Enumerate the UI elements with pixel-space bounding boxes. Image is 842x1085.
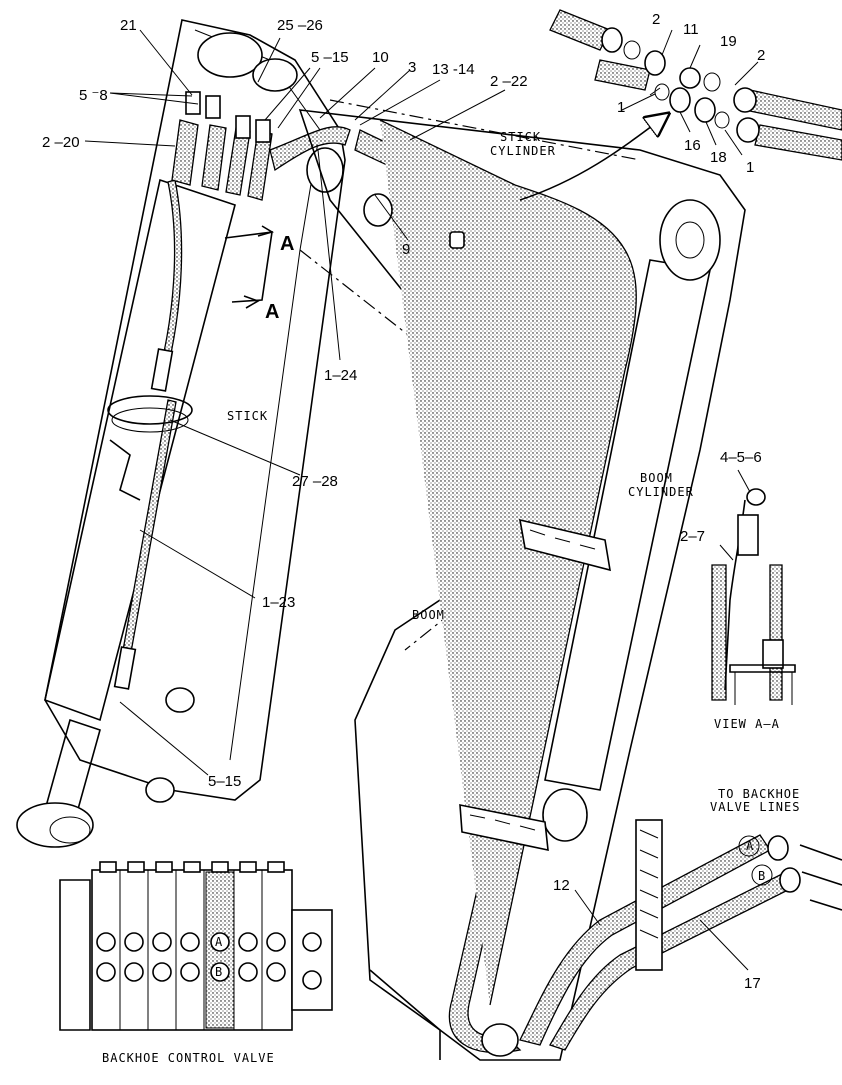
backhoe-valve-lines [519,819,842,1051]
callout-9: 9 [402,241,410,258]
stick-cylinder-label-1: STICK [500,130,541,144]
to-backhoe-label-2: VALVE LINES [710,800,800,814]
stick-cylinder-label-2: CYLINDER [490,144,556,158]
valve-port-a: A [215,935,223,949]
inset-callout-1b: 1 [746,159,754,176]
labels: 21 25 –26 5 –15 10 3 13 -14 2 –22 5 ⁻8 2… [42,11,800,1065]
stick-assembly [16,19,351,848]
boom-cylinder-label-2: CYLINDER [628,485,694,499]
port-b-label: B [758,869,766,883]
boom-cylinder-label-1: BOOM [640,471,673,485]
leader-lines [84,29,759,971]
fittings-inset [549,9,842,161]
callout-3: 3 [408,59,416,76]
stick-top-fittings [171,91,351,201]
inset-callout-2b: 2 [757,47,765,64]
callout-12: 12 [553,877,570,894]
callout-2-22: 2 –22 [490,73,528,90]
callout-2-7: 2–7 [680,528,705,545]
callout-5-8: 5 ⁻8 [79,87,108,104]
callout-13-14: 13 -14 [432,61,475,78]
callout-2-20: 2 –20 [42,134,80,151]
callout-10: 10 [372,49,389,66]
callout-21: 21 [120,17,137,34]
inset-callout-19: 19 [720,33,737,50]
backhoe-control-valve-label: BACKHOE CONTROL VALVE [102,1051,275,1065]
callout-1-24: 1–24 [324,367,357,384]
boom-label: BOOM [412,608,445,622]
section-a-lower: A [265,301,279,323]
boom-assembly [298,99,746,1061]
callout-1-23: 1–23 [262,594,295,611]
backhoe-control-valve [59,861,333,1031]
stick-label: STICK [227,409,268,423]
inset-callout-18: 18 [710,149,727,166]
inset-callout-1a: 1 [617,99,625,116]
valve-port-b: B [215,965,223,979]
view-aa-label: VIEW A–A [714,717,780,731]
to-backhoe-label-1: TO BACKHOE [718,787,800,801]
callout-5-15-top: 5 –15 [311,49,349,66]
callout-27-28: 27 –28 [292,473,338,490]
callout-5-15-bottom: 5–15 [208,773,241,790]
inset-callout-16: 16 [684,137,701,154]
callout-4-5-6: 4–5–6 [720,449,762,466]
inset-callout-2a: 2 [652,11,660,28]
callout-25-26: 25 –26 [277,17,323,34]
detail-arrow [519,120,660,201]
view-aa-inset [711,488,796,705]
inset-callout-11: 11 [683,21,699,38]
section-a-upper: A [280,233,294,255]
port-a-label: A [746,839,754,853]
callout-17: 17 [744,975,761,992]
